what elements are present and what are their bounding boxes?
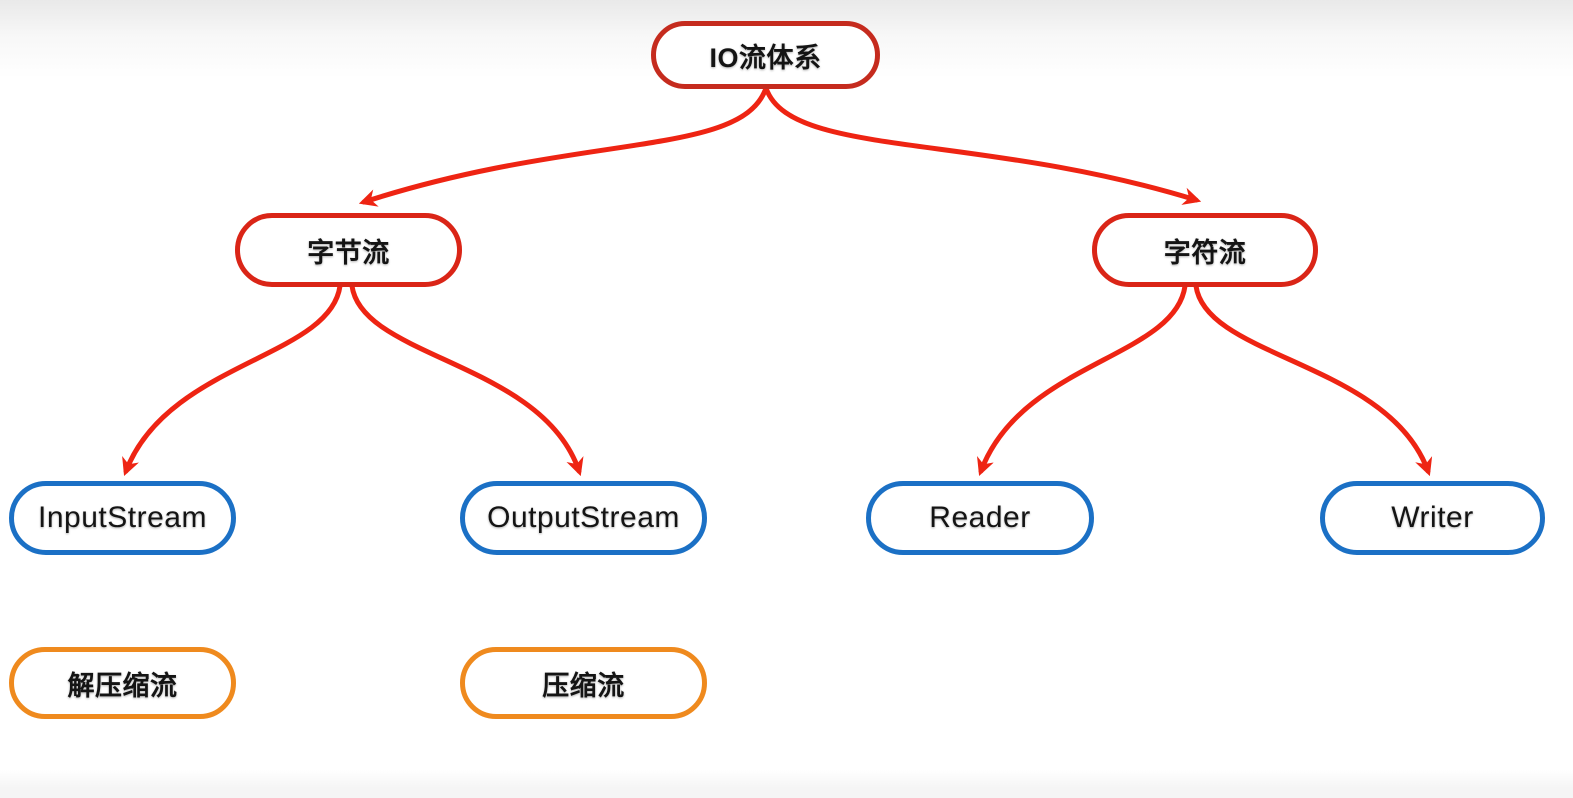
node-byte-stream: 字节流 xyxy=(235,213,462,287)
edge-byte-stream-to-output-stream xyxy=(349,283,584,477)
node-decompression-stream: 解压缩流 xyxy=(9,647,236,719)
node-decompression-stream-label: 解压缩流 xyxy=(67,670,178,701)
node-char-stream: 字符流 xyxy=(1092,213,1318,287)
node-input-stream-label: InputStream xyxy=(38,501,207,534)
node-output-stream-label: OutputStream xyxy=(487,501,680,534)
edge-char-stream-to-writer xyxy=(1193,283,1433,477)
node-writer-label: Writer xyxy=(1391,501,1474,534)
node-reader-label: Reader xyxy=(929,501,1031,534)
node-writer: Writer xyxy=(1320,481,1545,555)
node-char-stream-label: 字符流 xyxy=(1163,237,1247,268)
edge-char-stream-to-reader xyxy=(977,283,1188,477)
node-compression-stream: 压缩流 xyxy=(460,647,707,719)
node-io-stream-system: IO流体系 xyxy=(651,21,880,89)
node-byte-stream-label: 字节流 xyxy=(307,237,390,268)
edge-byte-stream-to-input-stream xyxy=(122,283,343,477)
node-compression-stream-label: 压缩流 xyxy=(542,670,625,701)
edge-root-to-char-stream xyxy=(763,85,1202,205)
node-io-stream-system-label: IO流体系 xyxy=(709,42,822,73)
node-input-stream: InputStream xyxy=(9,481,236,555)
node-output-stream: OutputStream xyxy=(460,481,707,555)
edge-root-to-byte-stream xyxy=(358,85,769,207)
node-reader: Reader xyxy=(866,481,1094,555)
